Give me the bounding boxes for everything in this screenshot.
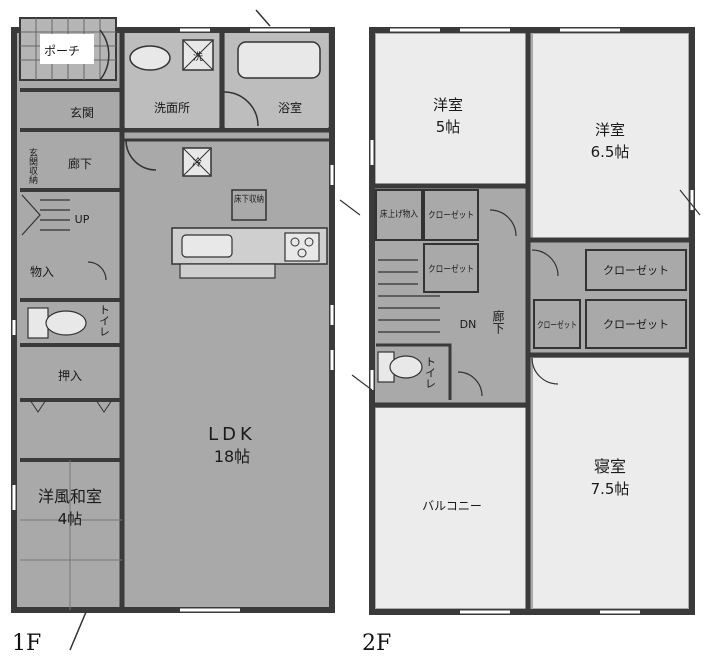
- toilet-2f-label: トイレ: [424, 356, 437, 389]
- closet-d-label: クローゼット: [603, 318, 669, 331]
- floor1-label: 1F: [12, 631, 41, 656]
- western-room-5-size: 5帖: [436, 118, 461, 136]
- storage-label: 物入: [30, 265, 54, 279]
- western-room-65-fill: [533, 34, 688, 240]
- entrance-storage-label: 玄関収納: [27, 147, 38, 185]
- tatami-size-label: 4帖: [58, 510, 83, 528]
- ldk-size-label: 18帖: [214, 447, 250, 466]
- porch-label: ポーチ: [44, 44, 80, 58]
- hall-2f-label: 廊下: [491, 309, 505, 334]
- balcony-fill: [376, 408, 526, 608]
- hall-1f-label: 廊下: [68, 156, 92, 171]
- floor2-label: 2F: [362, 631, 391, 656]
- bath-label: 浴室: [278, 100, 302, 115]
- kitchen-counter: [171, 227, 328, 279]
- stairs-1f: [21, 194, 70, 236]
- kitchen-sink-icon: [181, 234, 233, 258]
- sink-icon: [129, 45, 171, 71]
- washroom-label: 洗面所: [154, 101, 190, 115]
- closet-e-label: クローゼット: [537, 319, 577, 331]
- up-label: UP: [75, 213, 90, 226]
- closet-box-c: [533, 299, 581, 349]
- toilet-2f-icon: [389, 355, 423, 379]
- closet-1f-label: 押入: [58, 369, 82, 383]
- ldk-label: LDK: [208, 424, 256, 445]
- toilet-1f-icon: [45, 310, 87, 336]
- toilet-1f-label: トイレ: [98, 304, 111, 337]
- bedroom-size-label: 7.5帖: [591, 480, 630, 498]
- underfloor-storage-label: 床下収納: [234, 193, 264, 205]
- closet-c-label: クローゼット: [603, 264, 669, 277]
- tatami-room-label: 洋風和室: [38, 487, 102, 506]
- stove-icon: [284, 232, 320, 262]
- bedroom-label: 寝室: [594, 457, 626, 476]
- western-room-5-fill: [376, 34, 526, 184]
- dn-label: DN: [460, 318, 477, 331]
- closet-b-label: クローゼット: [428, 263, 474, 275]
- fridge-label: 冷: [192, 156, 202, 169]
- western-room-65-size: 6.5帖: [591, 143, 630, 161]
- closet-a-label: クローゼット: [428, 209, 474, 221]
- closet-box-a: [585, 249, 687, 291]
- porch-area: [19, 17, 117, 81]
- floor-1: [11, 9, 335, 651]
- washer-label: 洗: [193, 51, 203, 63]
- bathtub-icon: [237, 41, 321, 79]
- floor-2: [339, 27, 701, 615]
- underfloor-storage-box: [231, 189, 267, 221]
- balcony-label: バルコニー: [422, 499, 482, 513]
- western-room-65-label: 洋室: [595, 121, 625, 139]
- entrance-label: 玄関: [70, 105, 94, 120]
- raised-storage-label: 床上げ物入: [380, 208, 418, 220]
- bedroom-fill: [533, 358, 688, 608]
- western-room-5-label: 洋室: [433, 96, 463, 114]
- closet-box-b: [585, 299, 687, 349]
